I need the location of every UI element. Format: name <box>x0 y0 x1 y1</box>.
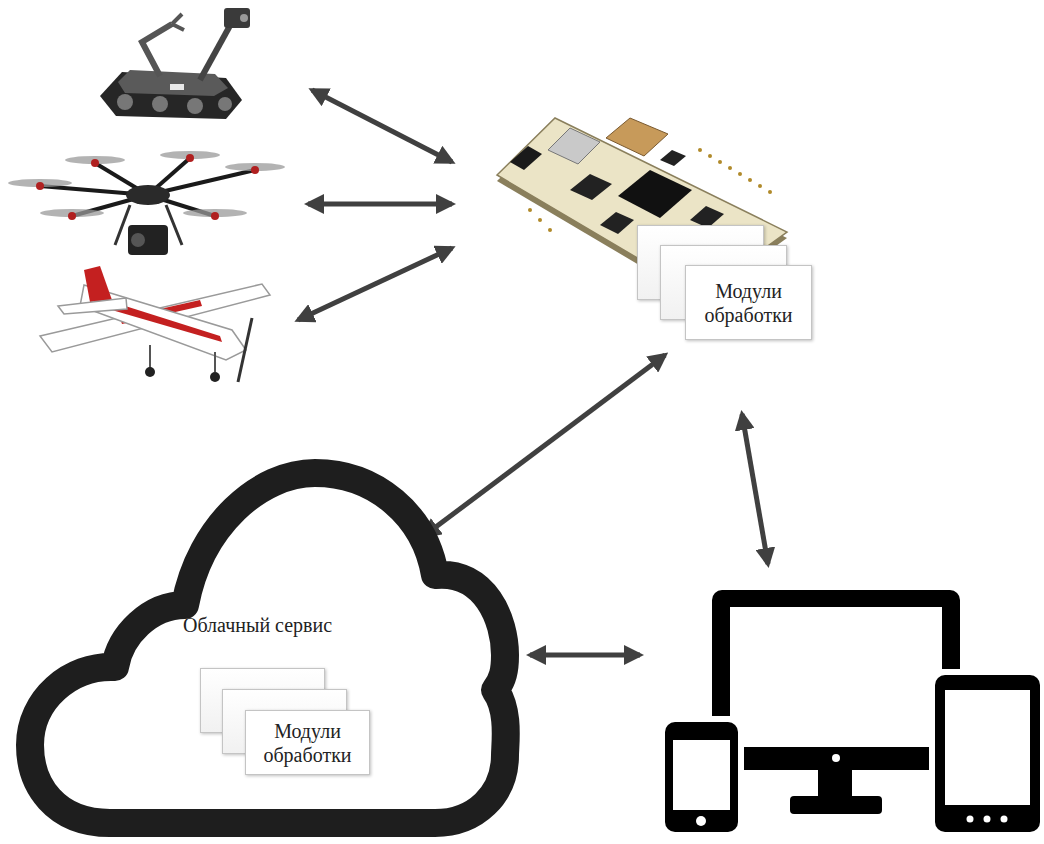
rc-airplane <box>40 266 270 382</box>
cloud-outline <box>15 455 520 840</box>
user-devices <box>659 590 1044 838</box>
tracked-robot <box>100 8 250 119</box>
module-label: Модули обработки <box>686 279 811 327</box>
module-card: Модули обработки <box>245 710 370 775</box>
link-arrow <box>424 355 665 536</box>
module-card: Модули обработки <box>685 265 812 340</box>
hexacopter <box>8 151 285 255</box>
cloud-service: Облачный сервисМодули обработки <box>15 455 520 840</box>
cloud-label: Облачный сервис <box>183 613 332 637</box>
module-label: Модули обработки <box>246 719 369 767</box>
